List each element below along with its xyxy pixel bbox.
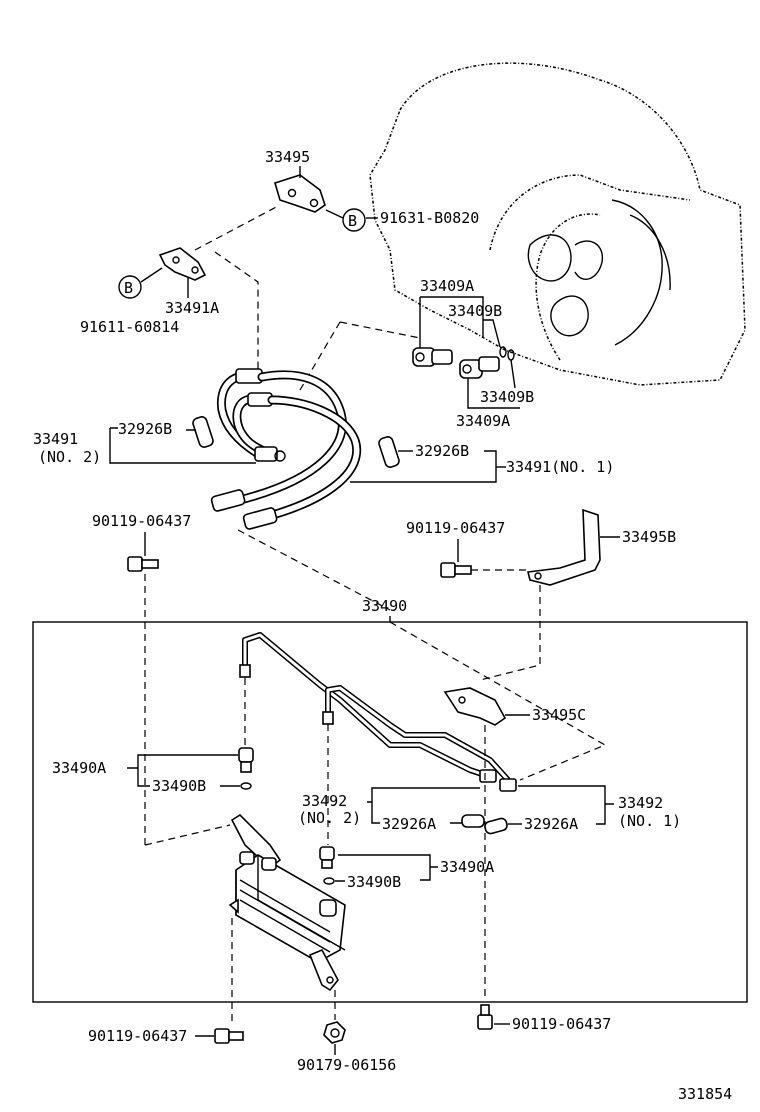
label-91611: 91611-60814 <box>80 318 179 336</box>
leader-b-left <box>140 267 163 283</box>
clamp-33495C <box>443 687 507 726</box>
transmission-housing <box>369 62 746 386</box>
sleeve-32926B-right <box>378 436 400 468</box>
label-90119-c: 90119-06437 <box>88 1027 187 1045</box>
label-33492-no2: 33492 <box>302 792 347 810</box>
leader-33409A-top <box>420 296 484 338</box>
label-33490A-mid: 33490A <box>440 858 494 876</box>
label-32926A-left: 32926A <box>382 815 436 833</box>
leader-33409A-bottom <box>467 378 520 409</box>
sleeve-32926A-right <box>484 817 508 835</box>
sleeve-32926B-left <box>192 416 214 448</box>
leader-33409B-bottom <box>510 359 516 389</box>
label-33490: 33490 <box>362 597 407 615</box>
dash-33495B <box>479 585 541 681</box>
label-33491-no2-sub: (NO. 2) <box>38 448 101 466</box>
dash-clamp-to-hose <box>214 251 259 370</box>
label-91631: 91631-B0820 <box>380 209 479 227</box>
hose-33491-no2 <box>216 368 286 462</box>
bolt-90119-d <box>477 1004 493 1030</box>
label-33495B: 33495B <box>622 528 676 546</box>
label-33490A-left: 33490A <box>52 759 106 777</box>
dash-fitting-top <box>339 321 421 339</box>
bolt-90119-a <box>127 556 159 572</box>
label-33491-no1: 33491(NO. 1) <box>506 458 614 476</box>
label-33492-no1-sub: (NO. 1) <box>618 812 681 830</box>
dash-bolt-a-cooler <box>144 824 231 846</box>
label-32926B-left: 32926B <box>118 420 172 438</box>
label-33409A-top: 33409A <box>420 277 474 295</box>
tube-end-c <box>479 769 497 783</box>
clamp-33491A <box>158 247 207 281</box>
union-bolt-33490A-mid <box>319 846 335 869</box>
leader-33492-no1 <box>518 785 614 825</box>
label-33409B-bottom: 33409B <box>480 388 534 406</box>
union-bolt-33490A-left <box>238 747 254 773</box>
label-33495: 33495 <box>265 148 310 166</box>
label-33491-no2: 33491 <box>33 430 78 448</box>
gasket-33490B-mid <box>323 877 335 885</box>
circle-b-right-icon <box>342 208 366 232</box>
bracket-33495 <box>274 174 326 213</box>
tube-end-a <box>239 664 251 678</box>
tube-end-b <box>322 711 334 725</box>
bolt-90119-c <box>214 1028 244 1044</box>
label-33409B-top: 33409B <box>448 302 502 320</box>
fitting-33409A-upper <box>412 347 453 367</box>
leader-33491-no2 <box>109 427 256 464</box>
label-32926B-right: 32926B <box>415 442 469 460</box>
fitting-33409A-lower <box>459 356 500 379</box>
dash-hose-to-box <box>237 529 391 611</box>
label-33490B-mid: 33490B <box>347 873 401 891</box>
tube-33492-no1 <box>325 685 511 783</box>
label-33409A-bottom: 33409A <box>456 412 510 430</box>
nut-90179 <box>323 1021 346 1044</box>
bolt-90119-b <box>440 562 472 578</box>
label-circle-b-right: B <box>348 212 357 230</box>
leader-33490AB-left <box>127 754 240 787</box>
label-90179: 90179-06156 <box>297 1056 396 1074</box>
label-33492-no2-sub: (NO. 2) <box>298 809 361 827</box>
figure-number: 331854 <box>678 1085 732 1103</box>
label-90119-d: 90119-06437 <box>512 1015 611 1033</box>
tube-end-d <box>499 778 517 792</box>
dash-box-internal <box>389 621 607 781</box>
label-33495C: 33495C <box>532 706 586 724</box>
gasket-33409B-upper <box>499 346 507 358</box>
circle-b-left-icon <box>118 275 142 299</box>
dash-clamp-to-bracket <box>194 204 281 251</box>
label-32926A-right: 32926A <box>524 815 578 833</box>
leader-b-right <box>325 209 344 219</box>
leader-33492-no2 <box>367 787 480 824</box>
leader-33409B-top <box>483 319 501 348</box>
label-90119-a: 90119-06437 <box>92 512 191 530</box>
label-33490B-left: 33490B <box>152 777 206 795</box>
tube-33492-no2 <box>242 632 486 778</box>
bracket-33495B <box>527 508 601 586</box>
gasket-33490B-left <box>240 782 252 790</box>
oil-cooler <box>228 813 346 992</box>
label-circle-b-left: B <box>124 279 133 297</box>
label-33492-no1: 33492 <box>618 794 663 812</box>
sleeve-32926A-left <box>461 814 485 828</box>
label-90119-b: 90119-06437 <box>406 519 505 537</box>
hose-33491-no1 <box>210 370 362 530</box>
leader-33490AB-mid <box>335 854 438 882</box>
label-33491A: 33491A <box>165 299 219 317</box>
